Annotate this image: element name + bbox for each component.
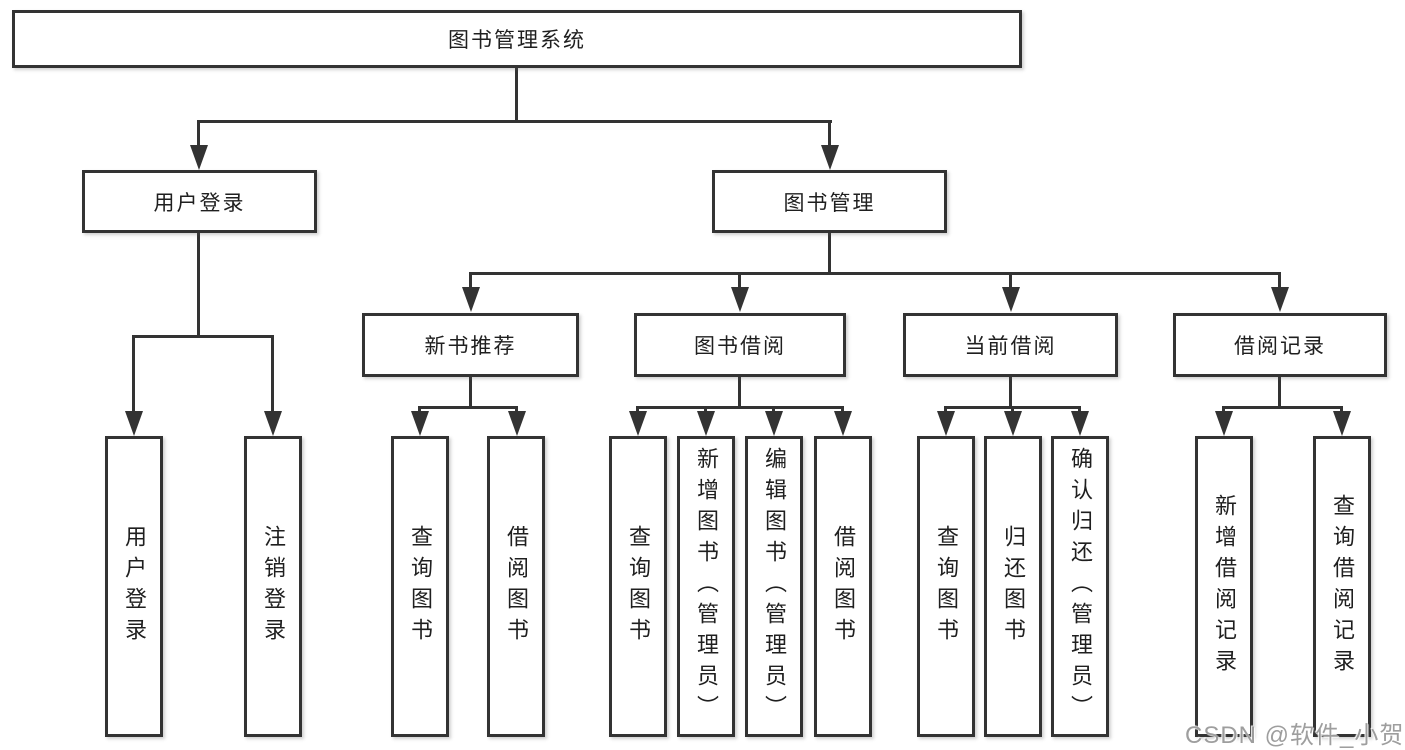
connector-stem-user-login xyxy=(197,120,200,148)
connector-bookborrow-stem xyxy=(738,377,741,409)
connector-stem-new-book xyxy=(469,272,472,290)
connector-borrowrecords-crossbar xyxy=(1222,406,1343,409)
connector-stem-leaf-logout xyxy=(271,335,274,413)
arrowhead-leaf-query3 xyxy=(937,411,955,436)
arrowhead-leaf-logout xyxy=(264,411,282,436)
connector-bookmgmt-crossbar xyxy=(469,272,1281,275)
leaf-node-query-borrow-record: 查询借阅记录 xyxy=(1313,436,1371,737)
group-node-borrow-records: 借阅记录 xyxy=(1173,313,1387,377)
arrowhead-leaf-return xyxy=(1004,411,1022,436)
group-node-new-book-recommend: 新书推荐 xyxy=(362,313,579,377)
arrowhead-leaf-query2 xyxy=(629,411,647,436)
connector-userlogin-crossbar xyxy=(132,335,274,338)
arrowhead-book-borrowing xyxy=(731,287,749,312)
leaf-node-query-books-current: 查询图书 xyxy=(917,436,975,737)
connector-stem-book-borrowing xyxy=(738,272,741,290)
leaf-node-borrow-books-borrowing: 借阅图书 xyxy=(814,436,872,737)
group-node-current-borrowing: 当前借阅 xyxy=(903,313,1118,377)
leaf-node-logout: 注销登录 xyxy=(244,436,302,737)
connector-root-stem xyxy=(515,68,518,123)
leaf-node-query-books-recommend: 查询图书 xyxy=(391,436,449,737)
connector-bookborrow-crossbar xyxy=(636,406,844,409)
arrowhead-leaf-confirm xyxy=(1071,411,1089,436)
arrowhead-leaf-query1 xyxy=(411,411,429,436)
branch-node-book-management: 图书管理 xyxy=(712,170,947,233)
leaf-node-edit-books-admin: 编辑图书（管理员） xyxy=(745,436,803,737)
leaf-node-borrow-books-recommend: 借阅图书 xyxy=(487,436,545,737)
csdn-watermark: CSDN @软件_小贺同学 xyxy=(1185,722,1405,749)
group-node-book-borrowing: 图书借阅 xyxy=(634,313,846,377)
leaf-node-add-books-admin: 新增图书（管理员） xyxy=(677,436,735,737)
connector-currentborrow-stem xyxy=(1009,377,1012,409)
connector-root-crossbar xyxy=(197,120,832,123)
arrowhead-borrow-records xyxy=(1271,287,1289,312)
arrowhead-new-book xyxy=(462,287,480,312)
leaf-node-add-borrow-record: 新增借阅记录 xyxy=(1195,436,1253,737)
arrowhead-leaf-addrecord xyxy=(1215,411,1233,436)
branch-node-user-login: 用户登录 xyxy=(82,170,317,233)
arrowhead-current-borrowing xyxy=(1002,287,1020,312)
connector-newbook-stem xyxy=(469,377,472,409)
connector-stem-leaf-login xyxy=(132,335,135,413)
root-node-library-system: 图书管理系统 xyxy=(12,10,1022,68)
arrowhead-leaf-addbook xyxy=(697,411,715,436)
arrowhead-leaf-queryrecord xyxy=(1333,411,1351,436)
arrowhead-leaf-borrow2 xyxy=(834,411,852,436)
leaf-node-return-books: 归还图书 xyxy=(984,436,1042,737)
connector-stem-borrow-records xyxy=(1278,272,1281,290)
arrowhead-book-management xyxy=(821,145,839,170)
connector-newbook-crossbar xyxy=(418,406,518,409)
connector-borrowrecords-stem xyxy=(1278,377,1281,409)
leaf-node-query-books-borrowing: 查询图书 xyxy=(609,436,667,737)
connector-stem-current-borrowing xyxy=(1009,272,1012,290)
connector-bookmgmt-stem xyxy=(828,233,831,275)
leaf-node-confirm-return-admin: 确认归还（管理员） xyxy=(1051,436,1109,737)
arrowhead-leaf-borrow1 xyxy=(508,411,526,436)
arrowhead-user-login xyxy=(190,145,208,170)
arrowhead-leaf-login xyxy=(125,411,143,436)
connector-userlogin-stem xyxy=(197,233,200,338)
arrowhead-leaf-editbook xyxy=(765,411,783,436)
connector-stem-book-management xyxy=(828,120,831,148)
leaf-node-user-login: 用户登录 xyxy=(105,436,163,737)
